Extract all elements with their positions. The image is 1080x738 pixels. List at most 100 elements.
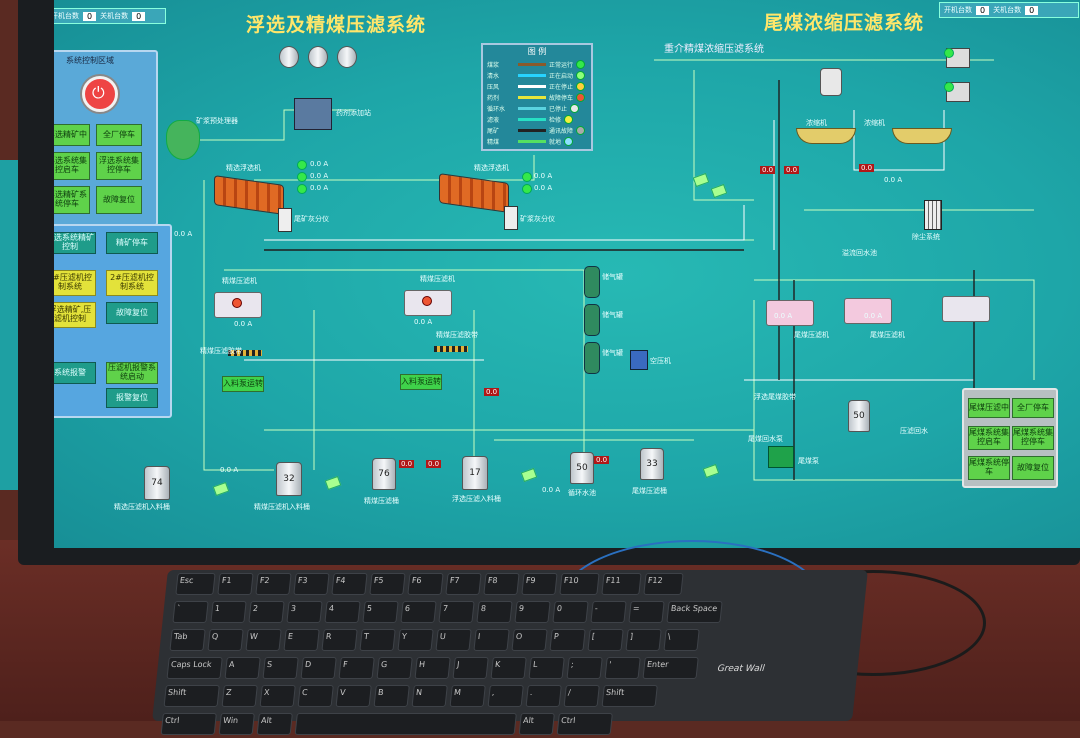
key-caps-lock[interactable]: Caps Lock — [166, 657, 223, 679]
key-t[interactable]: T — [359, 629, 396, 651]
key-back-space[interactable]: Back Space — [666, 601, 723, 623]
tank-3[interactable]: 76 — [372, 458, 396, 490]
key-b[interactable]: B — [373, 685, 410, 707]
key--[interactable]: [ — [587, 629, 624, 651]
key-ctrl[interactable]: Ctrl — [556, 713, 613, 735]
alarm-reset[interactable]: 报警复位 — [106, 388, 158, 408]
key--[interactable]: ` — [172, 601, 209, 623]
tail-system-stop-button[interactable]: 尾煤系统停车 — [968, 456, 1010, 480]
key-1[interactable]: 1 — [210, 601, 247, 623]
key-a[interactable]: A — [224, 657, 261, 679]
key-0[interactable]: 0 — [552, 601, 589, 623]
reagent-tank-3[interactable] — [337, 46, 357, 68]
key-tab[interactable]: Tab — [169, 629, 206, 651]
key-5[interactable]: 5 — [362, 601, 399, 623]
tail-pump[interactable] — [768, 446, 794, 468]
key-7[interactable]: 7 — [438, 601, 475, 623]
key-c[interactable]: C — [297, 685, 334, 707]
key-j[interactable]: J — [452, 657, 489, 679]
key-i[interactable]: I — [473, 629, 510, 651]
key--[interactable]: , — [487, 685, 524, 707]
key-f2[interactable]: F2 — [255, 573, 292, 595]
reagent-tank-2[interactable] — [308, 46, 328, 68]
system-stop-button[interactable]: 浮选精矿系统停车 — [54, 186, 90, 214]
key-6[interactable]: 6 — [400, 601, 437, 623]
reagent-station[interactable] — [294, 98, 332, 130]
key-space[interactable] — [294, 713, 517, 735]
key-f6[interactable]: F6 — [407, 573, 444, 595]
key-enter[interactable]: Enter — [642, 657, 699, 679]
tail-plant-stop-button[interactable]: 全厂停车 — [1012, 398, 1054, 418]
key-f12[interactable]: F12 — [643, 573, 684, 595]
key-w[interactable]: W — [245, 629, 282, 651]
bag-filter[interactable] — [924, 200, 942, 230]
key--[interactable]: = — [628, 601, 665, 623]
tail-fault-reset-button[interactable]: 故障复位 — [1012, 456, 1054, 480]
flot-concentrate-control[interactable]: 浮选系统精矿控制 — [54, 232, 96, 254]
key-shift[interactable]: Shift — [163, 685, 220, 707]
belt-conveyor-1[interactable] — [228, 350, 262, 356]
reagent-tank-1[interactable] — [279, 46, 299, 68]
feed-pump-button-2[interactable]: 入料泵运转 — [400, 374, 442, 390]
key-f3[interactable]: F3 — [293, 573, 330, 595]
key-p[interactable]: P — [549, 629, 586, 651]
fault-reset-button[interactable]: 故障复位 — [96, 186, 142, 214]
key-k[interactable]: K — [490, 657, 527, 679]
key-q[interactable]: Q — [207, 629, 244, 651]
power-button[interactable] — [82, 76, 118, 112]
tailings-hopper[interactable] — [820, 68, 842, 96]
key--[interactable]: - — [590, 601, 627, 623]
key-f8[interactable]: F8 — [483, 573, 520, 595]
key-o[interactable]: O — [511, 629, 548, 651]
key-f11[interactable]: F11 — [601, 573, 642, 595]
key-shift[interactable]: Shift — [601, 685, 658, 707]
tail-press-2[interactable] — [844, 298, 892, 324]
flot-press-control[interactable]: 浮选精矿,压滤机控制 — [54, 302, 96, 328]
key-8[interactable]: 8 — [476, 601, 513, 623]
key-f1[interactable]: F1 — [217, 573, 254, 595]
feed-pump-button-1[interactable]: 入料泵运转 — [222, 376, 264, 392]
press2-control[interactable]: 2#压滤机控制系统 — [106, 270, 158, 296]
alarm-button[interactable]: 系统报警 — [54, 362, 96, 384]
key-d[interactable]: D — [300, 657, 337, 679]
key-e[interactable]: E — [283, 629, 320, 651]
air-compressor[interactable] — [630, 350, 648, 370]
key-win[interactable]: Win — [218, 713, 255, 735]
key-3[interactable]: 3 — [286, 601, 323, 623]
key--[interactable]: ] — [625, 629, 662, 651]
key-l[interactable]: L — [528, 657, 565, 679]
key--[interactable]: \ — [663, 629, 700, 651]
key-alt[interactable]: Alt — [256, 713, 293, 735]
tank-4[interactable]: 17 — [462, 456, 488, 490]
key-f5[interactable]: F5 — [369, 573, 406, 595]
key-esc[interactable]: Esc — [175, 573, 216, 595]
key-s[interactable]: S — [262, 657, 299, 679]
belt-conveyor-2[interactable] — [434, 346, 468, 352]
tank-1[interactable]: 74 — [144, 466, 170, 500]
key-alt[interactable]: Alt — [518, 713, 555, 735]
tail-press-3[interactable] — [942, 296, 990, 322]
tail-run-button[interactable]: 尾煤压滤中 — [968, 398, 1010, 418]
key-ctrl[interactable]: Ctrl — [160, 713, 217, 735]
filter-press-2[interactable] — [404, 290, 452, 316]
tail-press-1[interactable] — [766, 300, 814, 326]
flot-run-button[interactable]: 浮选精矿中 — [54, 124, 90, 146]
mixer-vessel[interactable] — [166, 120, 200, 160]
concentrate-stop[interactable]: 精矿停车 — [106, 232, 158, 254]
air-receiver-1[interactable] — [584, 266, 600, 298]
key-f[interactable]: F — [338, 657, 375, 679]
ash-analyzer-1[interactable] — [278, 208, 292, 232]
air-receiver-2[interactable] — [584, 304, 600, 336]
air-receiver-3[interactable] — [584, 342, 600, 374]
press1-control[interactable]: 1#压滤机控制系统 — [54, 270, 96, 296]
tank-7[interactable]: 50 — [848, 400, 870, 432]
key-z[interactable]: Z — [221, 685, 258, 707]
tail-group-stop-button[interactable]: 尾煤系统集控停车 — [1012, 426, 1054, 450]
tank-2[interactable]: 32 — [276, 462, 302, 496]
key-2[interactable]: 2 — [248, 601, 285, 623]
thickener-2[interactable] — [892, 128, 952, 144]
ash-analyzer-2[interactable] — [504, 206, 518, 230]
key-v[interactable]: V — [335, 685, 372, 707]
key-f10[interactable]: F10 — [559, 573, 600, 595]
tank-6[interactable]: 33 — [640, 448, 664, 480]
